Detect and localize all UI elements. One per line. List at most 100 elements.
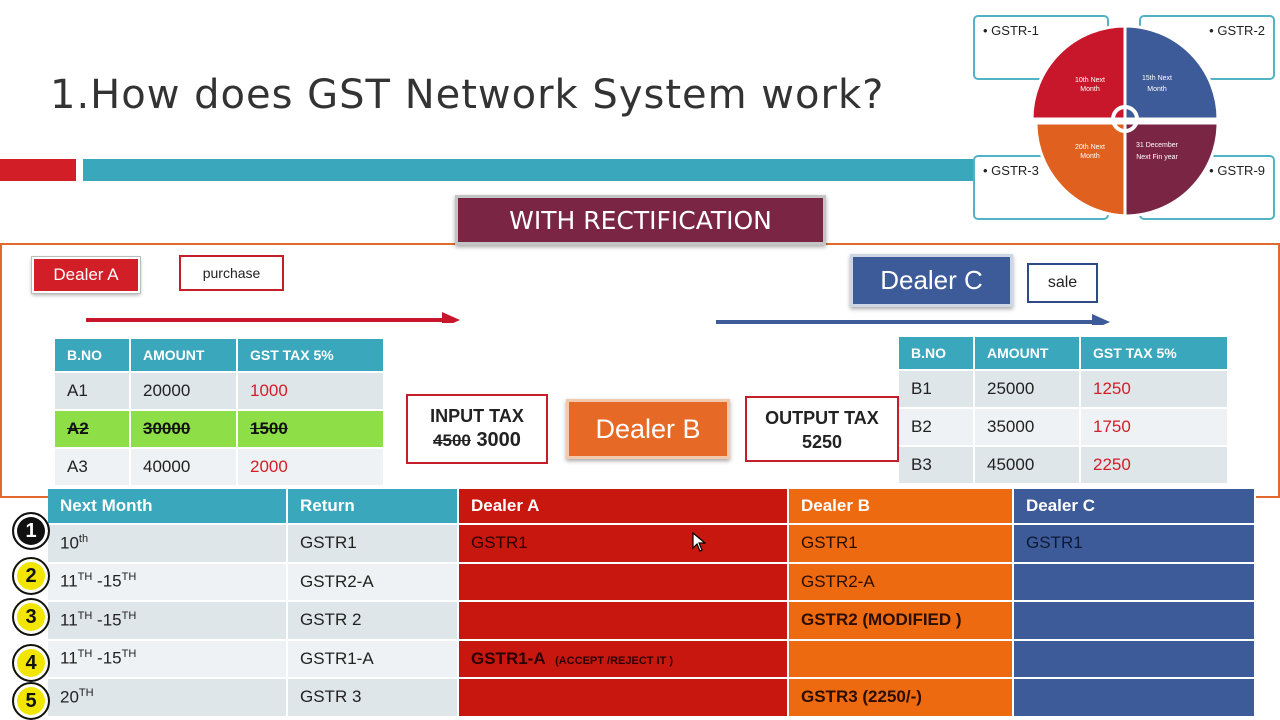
gstr-1-label: GSTR-1 bbox=[991, 23, 1039, 38]
sale-header-tax: GST TAX 5% bbox=[1081, 337, 1227, 369]
header-dealer-c: Dealer C bbox=[1014, 489, 1256, 525]
quadrant-4-line2: Next Fin year bbox=[1136, 154, 1178, 161]
dealer-a-cell bbox=[459, 602, 789, 641]
sale-bno: B2 bbox=[899, 409, 973, 445]
return-cell: GSTR 3 bbox=[288, 679, 459, 718]
sale-label: sale bbox=[1027, 263, 1098, 303]
header-next-month: Next Month bbox=[48, 489, 288, 525]
purchase-bno: A3 bbox=[55, 449, 129, 485]
input-tax-box: INPUT TAX 4500 3000 bbox=[406, 394, 548, 464]
header-dealer-a: Dealer A bbox=[459, 489, 789, 525]
table-row: A1 20000 1000 bbox=[55, 373, 383, 409]
output-tax-label: OUTPUT TAX bbox=[765, 408, 879, 428]
gstr-3-label: GSTR-3 bbox=[991, 163, 1039, 178]
header-return: Return bbox=[288, 489, 459, 525]
sale-header-amount: AMOUNT bbox=[975, 337, 1079, 369]
dealer-c-cell bbox=[1014, 679, 1256, 718]
quadrant-gstr3 bbox=[1034, 121, 1131, 216]
dealer-b-cell: GSTR2 (MODIFIED ) bbox=[789, 602, 1014, 641]
month-cell: 11TH -15TH bbox=[48, 563, 288, 602]
title-accent-bar-red bbox=[0, 159, 76, 181]
dealer-b-cell: GSTR1 bbox=[789, 525, 1014, 564]
header-dealer-b: Dealer B bbox=[789, 489, 1014, 525]
table-row: 20TH GSTR 3 GSTR3 (2250/-) bbox=[48, 679, 1256, 718]
table-row: 10th GSTR1 GSTR1 GSTR1 GSTR1 bbox=[48, 525, 1256, 564]
purchase-bno: A2 bbox=[55, 411, 129, 447]
input-tax-label: INPUT TAX bbox=[430, 406, 524, 426]
purchase-table: B.NO AMOUNT GST TAX 5% A1 20000 1000 A2 … bbox=[53, 337, 385, 487]
quadrant-gstr2 bbox=[1123, 24, 1220, 121]
gstr-9-label: GSTR-9 bbox=[1217, 163, 1265, 178]
quadrant-gstr1 bbox=[1030, 24, 1127, 121]
table-row: B3 45000 2250 bbox=[899, 447, 1227, 483]
slide-title: 1.How does GST Network System work? bbox=[50, 72, 885, 118]
sale-bno: B1 bbox=[899, 371, 973, 407]
return-cycle-diagram: 10th Next Month 15th Next Month 20th Nex… bbox=[1030, 24, 1220, 216]
dealer-c-cell bbox=[1014, 640, 1256, 679]
sale-tax: 1750 bbox=[1081, 409, 1227, 445]
sale-amount: 35000 bbox=[975, 409, 1079, 445]
quadrant-2-line2: Month bbox=[1147, 86, 1167, 93]
dealer-a-label: Dealer A bbox=[31, 256, 141, 294]
section-frame-right bbox=[1278, 243, 1280, 498]
sale-amount: 45000 bbox=[975, 447, 1079, 483]
quadrant-2-line1: 15th Next bbox=[1142, 75, 1172, 82]
purchase-label: purchase bbox=[179, 255, 284, 291]
gstr-2-label: GSTR-2 bbox=[1217, 23, 1265, 38]
month-cell: 11TH -15TH bbox=[48, 602, 288, 641]
table-row: A3 40000 2000 bbox=[55, 449, 383, 485]
dealer-b-cell bbox=[789, 640, 1014, 679]
sale-tax: 1250 bbox=[1081, 371, 1227, 407]
sale-tax: 2250 bbox=[1081, 447, 1227, 483]
purchase-amount: 30000 bbox=[131, 411, 236, 447]
input-tax-old-value: 4500 bbox=[433, 431, 471, 450]
quadrant-gstr9 bbox=[1123, 121, 1220, 216]
step-badge: 5 bbox=[12, 682, 50, 720]
output-tax-box: OUTPUT TAX 5250 bbox=[745, 396, 899, 462]
month-cell: 20TH bbox=[48, 679, 288, 718]
table-row: B2 35000 1750 bbox=[899, 409, 1227, 445]
title-accent-bar-teal bbox=[83, 159, 983, 181]
section-frame-left bbox=[0, 243, 2, 498]
output-tax-value: 5250 bbox=[801, 432, 843, 452]
table-row: 11TH -15TH GSTR1-A GSTR1-A (ACCEPT /REJE… bbox=[48, 640, 1256, 679]
month-cell: 11TH -15TH bbox=[48, 640, 288, 679]
quadrant-3-line1: 20th Next bbox=[1075, 144, 1105, 151]
dealer-b-label: Dealer B bbox=[566, 399, 730, 459]
mouse-cursor-icon bbox=[692, 532, 706, 552]
table-row-rectified: A2 30000 1500 bbox=[55, 411, 383, 447]
cycle-icon bbox=[1111, 105, 1139, 133]
table-row: 11TH -15TH GSTR 2 GSTR2 (MODIFIED ) bbox=[48, 602, 1256, 641]
with-rectification-banner: WITH RECTIFICATION bbox=[455, 195, 826, 245]
return-cell: GSTR1 bbox=[288, 525, 459, 564]
dealer-a-cell bbox=[459, 563, 789, 602]
dealer-a-cell bbox=[459, 679, 789, 718]
quadrant-3-line2: Month bbox=[1080, 153, 1100, 160]
sale-arrow-icon bbox=[716, 314, 1110, 325]
sale-table: B.NO AMOUNT GST TAX 5% B1 25000 1250 B2 … bbox=[897, 335, 1229, 485]
dealer-b-cell: GSTR3 (2250/-) bbox=[789, 679, 1014, 718]
table-row: B1 25000 1250 bbox=[899, 371, 1227, 407]
dealer-c-cell bbox=[1014, 563, 1256, 602]
quadrant-1-line2: Month bbox=[1080, 86, 1100, 93]
dealer-c-label: Dealer C bbox=[850, 254, 1013, 307]
purchase-arrow-icon bbox=[86, 312, 460, 323]
purchase-header-amount: AMOUNT bbox=[131, 339, 236, 371]
dealer-c-cell: GSTR1 bbox=[1014, 525, 1256, 564]
step-badge: 2 bbox=[12, 557, 50, 595]
step-badge: 1 bbox=[12, 512, 50, 550]
purchase-header-tax: GST TAX 5% bbox=[238, 339, 383, 371]
return-schedule-table: Next Month Return Dealer A Dealer B Deal… bbox=[48, 489, 1256, 718]
step-badge: 3 bbox=[12, 598, 50, 636]
purchase-header-bno: B.NO bbox=[55, 339, 129, 371]
step-badge: 4 bbox=[12, 644, 50, 682]
quadrant-1-line1: 10th Next bbox=[1075, 77, 1105, 84]
month-cell: 10th bbox=[48, 525, 288, 564]
return-cell: GSTR2-A bbox=[288, 563, 459, 602]
purchase-tax: 1500 bbox=[238, 411, 383, 447]
purchase-tax: 2000 bbox=[238, 449, 383, 485]
quadrant-4-line1: 31 December bbox=[1136, 142, 1179, 149]
return-cell: GSTR1-A bbox=[288, 640, 459, 679]
purchase-amount: 40000 bbox=[131, 449, 236, 485]
sale-bno: B3 bbox=[899, 447, 973, 483]
